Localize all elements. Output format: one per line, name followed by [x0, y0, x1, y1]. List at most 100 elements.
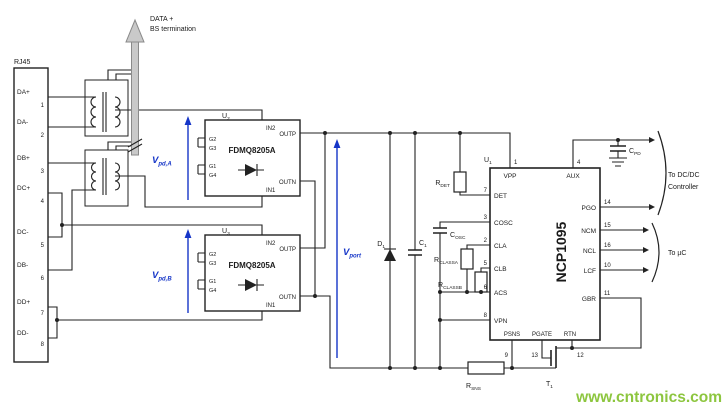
rj45-pin-number: 2	[41, 133, 45, 139]
ic-pin-number: 8	[484, 313, 488, 319]
cosc-label: COSC	[450, 232, 466, 241]
rj45-pin-number: 4	[41, 199, 45, 205]
rj45-body	[13, 67, 49, 363]
rj45-pin-number: 7	[41, 311, 45, 317]
ic-pin-number: 4	[577, 160, 581, 166]
vpd-b-label: Vpd,B	[152, 270, 172, 283]
rj45-pin-name: DD+	[17, 299, 30, 306]
transformer-a-outline	[84, 79, 129, 137]
rj45-pin-number: 1	[41, 103, 45, 109]
rj45-pin-name: DB-	[17, 262, 28, 269]
dcdc-bracket	[657, 130, 667, 216]
ic-pin-aux: AUX	[566, 173, 580, 180]
gate-pin-label: G2	[209, 137, 216, 143]
ic-ncp1095: U1 NCP1095 VPP AUX 1 4 DET COSC CLA CLB …	[484, 157, 612, 359]
gate-pin-label: G1	[209, 164, 216, 170]
ic-pin-cla: CLA	[494, 243, 507, 250]
bridge-u2-part: FDMQ8205A	[228, 146, 275, 155]
resistor-body	[467, 361, 505, 375]
ic-pin-vpp: VPP	[503, 173, 516, 180]
ic-pin-number: 12	[577, 353, 584, 359]
ic-pin-gbr: GBR	[582, 296, 596, 303]
cap-cpd: CPD	[609, 145, 641, 167]
uc-bracket	[651, 222, 660, 283]
cap-c1: C1	[408, 240, 427, 256]
vpd-a-label: Vpd,A	[152, 155, 172, 168]
gate-pin-label: G4	[209, 288, 216, 294]
gate-pin-label: G3	[209, 261, 216, 267]
ic-pin-lcf: LCF	[584, 268, 596, 275]
bridge-u2-in1: IN1	[266, 188, 276, 194]
bridge-u3-in2: IN2	[266, 241, 276, 247]
diode-icon	[245, 164, 257, 176]
data-termination-label-1: DATA +	[150, 16, 173, 23]
ic-pin-number: 1	[514, 160, 518, 166]
data-termination-label-2: BS termination	[150, 26, 196, 33]
t1-label: T1	[546, 381, 553, 390]
gate-pin-label: G3	[209, 146, 216, 152]
resistor-rclassb: RCLASSB	[438, 271, 488, 293]
bridge-u3-outp: OUTP	[279, 247, 296, 253]
rj45-pin-number: 5	[41, 243, 45, 249]
bridge-u2-outp: OUTP	[279, 132, 296, 138]
transformer-a	[84, 79, 129, 137]
rj45-connector: RJ45 DA+ DA- DB+ DC+ DC- DB- DD+ DD- 1 2…	[13, 59, 49, 363]
ic-ref: U1	[484, 157, 492, 166]
to-uc-label: To µC	[668, 250, 686, 257]
rsns-label: RSNS	[466, 383, 481, 392]
ic-part-number: NCP1095	[553, 221, 569, 282]
rj45-pin-name: DC-	[17, 229, 29, 236]
arrow-right-icon	[649, 137, 655, 143]
arrow-up-icon	[184, 116, 192, 125]
ic-pin-det: DET	[494, 193, 507, 200]
data-termination-arrow: DATA + BS termination	[125, 16, 196, 156]
rclassa-label: RCLASSA	[434, 257, 459, 266]
ic-pin-psns: PSNS	[504, 332, 520, 338]
diode-icon	[245, 279, 257, 291]
rj45-pin-name: DB+	[17, 155, 30, 162]
gate-pin-label: G2	[209, 252, 216, 258]
ic-pin-rtn: RTN	[564, 332, 576, 338]
bridge-u2-body	[204, 119, 301, 197]
mosfet-t1: T1	[546, 346, 557, 390]
tvs-diode-d1: D1	[377, 241, 396, 261]
transformer-b	[84, 149, 129, 207]
ic-pin-pgate: PGATE	[532, 332, 552, 338]
to-dcdc-label-2: Controller	[668, 184, 699, 191]
ic-pin-number: 15	[604, 223, 611, 229]
arrow-right-icon	[643, 267, 649, 273]
bridge-u3: U3 FDMQ8205A G2 G3 G1 G4 IN2 IN1 OUTP OU…	[197, 228, 301, 312]
d1-label: D1	[377, 241, 385, 250]
rdet-label: RDET	[435, 180, 450, 189]
cpd-label: CPD	[629, 148, 641, 157]
rj45-pin-name: DA-	[17, 119, 28, 126]
bridge-u2: U2 FDMQ8205A G2 G3 G1 G4 IN2 IN1 OUTP OU…	[197, 113, 301, 197]
ic-pin-number: 16	[604, 243, 611, 249]
c1-label: C1	[419, 240, 427, 249]
arrow-right-icon	[643, 227, 649, 233]
ic-pin-number: 2	[484, 238, 488, 244]
arrow-up-icon	[333, 139, 341, 148]
ic-pin-number: 10	[604, 263, 611, 269]
ic-pin-ncm: NCM	[581, 228, 596, 235]
ic-pin-pgo: PGO	[582, 205, 596, 212]
resistor-rsns: RSNS	[466, 361, 505, 392]
vport-label: Vport	[343, 247, 362, 260]
rj45-pin-number: 3	[41, 169, 45, 175]
wires	[48, 69, 649, 369]
ic-pin-number: 5	[484, 261, 488, 267]
ic-pin-number: 7	[484, 188, 488, 194]
bridge-u3-in1: IN1	[266, 303, 276, 309]
cap-cosc: COSC	[433, 227, 466, 241]
rj45-pin-name: DD-	[17, 330, 29, 337]
rj45-pin-name: DA+	[17, 89, 30, 96]
ic-pin-number: 13	[531, 353, 538, 359]
arrow-right-icon	[649, 204, 655, 210]
ic-pin-number: 9	[505, 353, 509, 359]
arrow-shaft	[131, 41, 139, 156]
resistor-rdet: RDET	[435, 171, 467, 193]
arrow-head-icon	[125, 18, 145, 43]
watermark: www.cntronics.com	[575, 389, 722, 406]
